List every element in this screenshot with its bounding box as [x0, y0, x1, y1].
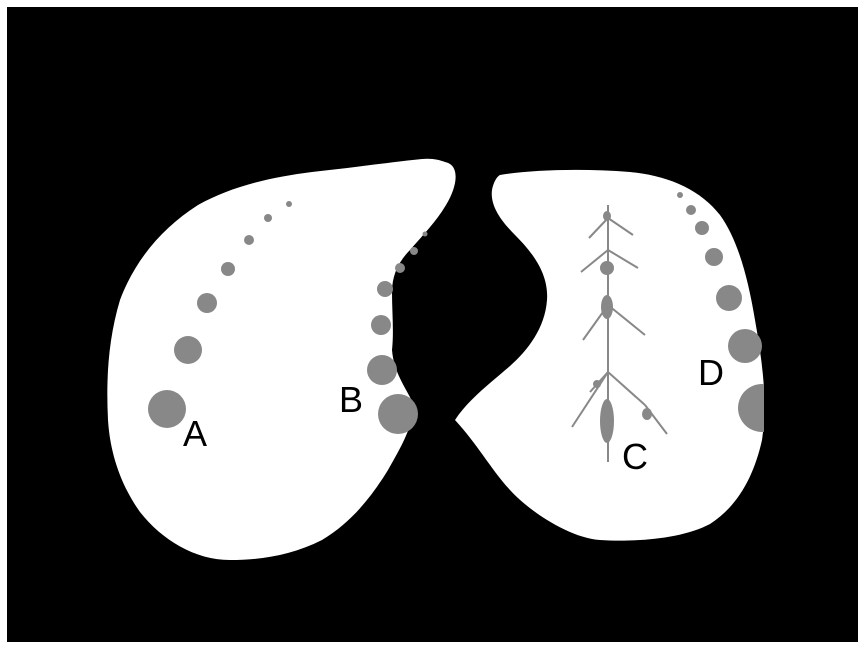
nodule-c-3: [601, 295, 613, 319]
label-c: C: [622, 436, 648, 477]
nodule-b-7: [378, 394, 418, 434]
nodule-d-1: [677, 192, 683, 198]
nodule-a-6: [174, 336, 202, 364]
nodule-d-6: [728, 329, 762, 363]
nodule-d-2: [686, 205, 696, 215]
nodule-d-3: [695, 221, 709, 235]
nodule-d-5: [716, 285, 742, 311]
nodule-a-5: [197, 293, 217, 313]
label-a: A: [183, 413, 207, 454]
nodule-a-4: [221, 262, 235, 276]
nodule-a-7: [148, 390, 186, 428]
nodule-b-4: [377, 281, 393, 297]
nodule-d-4: [705, 248, 723, 266]
nodule-a-1: [286, 201, 292, 207]
label-d: D: [698, 352, 724, 393]
nodule-a-3: [244, 235, 254, 245]
lung-edge-mask: [764, 370, 794, 460]
nodule-b-5: [371, 315, 391, 335]
nodule-b-1: [423, 232, 428, 237]
nodule-c-6: [642, 408, 652, 420]
nodule-a-2: [264, 214, 272, 222]
nodule-c-1: [603, 211, 611, 221]
nodule-c-2: [600, 261, 614, 275]
lung-diagram: A B C D: [7, 7, 858, 642]
nodule-c-5: [600, 399, 614, 443]
label-b: B: [339, 379, 363, 420]
nodule-b-2: [410, 247, 418, 255]
nodule-b-3: [395, 263, 405, 273]
nodule-b-6: [367, 355, 397, 385]
nodule-c-4: [593, 380, 601, 388]
